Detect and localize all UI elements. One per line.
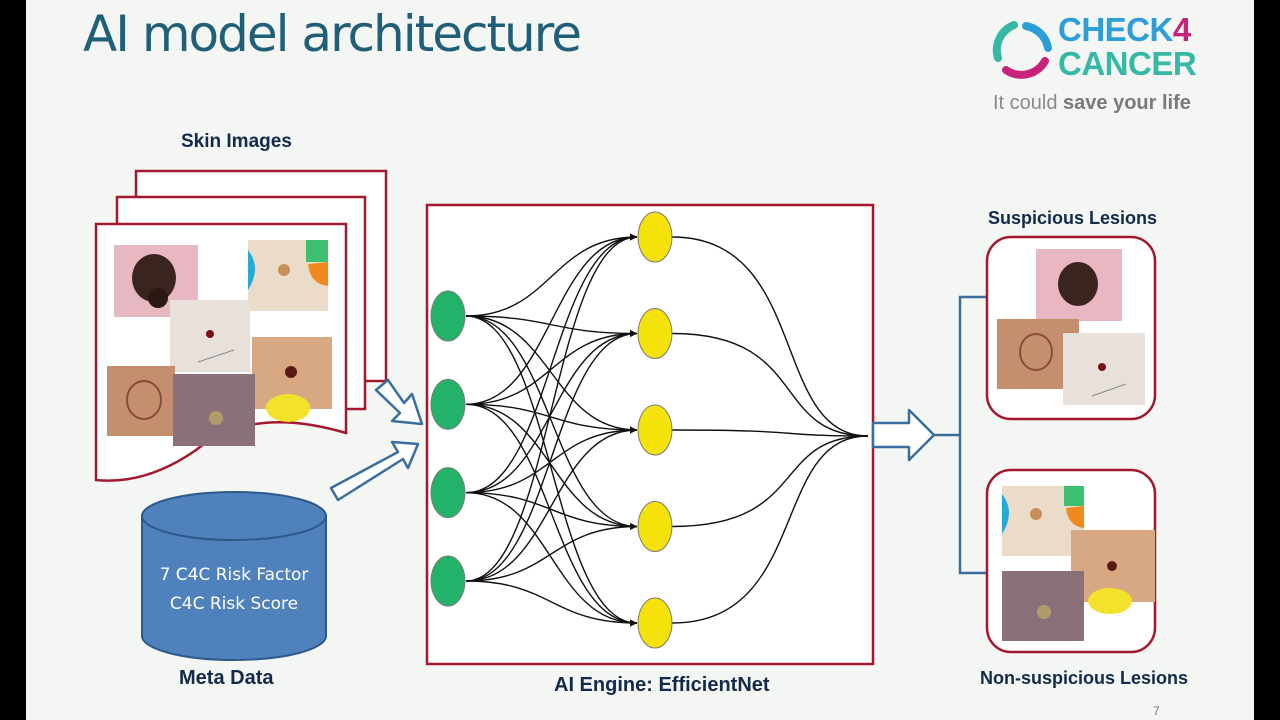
nonsusp-thumb-purple-skin <box>1002 571 1084 641</box>
edge-input4-hidden2 <box>465 332 638 582</box>
edge-input1-hidden3 <box>465 315 638 431</box>
logo-wordmark-check4: CHECK4 <box>1058 11 1191 49</box>
logo-four: 4 <box>1172 11 1191 48</box>
network-nodes <box>430 211 673 649</box>
edge-input1-hidden4 <box>465 315 638 528</box>
arrowhead-hidden3 <box>630 426 637 434</box>
edge-input4-hidden3 <box>465 429 638 582</box>
logo-check: CHECK <box>1058 11 1173 48</box>
skin-thumb-ring-lesion <box>107 366 175 436</box>
input-arrow-images <box>374 378 424 426</box>
edge-input4-hidden4 <box>465 525 638 582</box>
non-suspicious-lesions-box <box>985 468 1157 654</box>
edge-input1-hidden5 <box>465 315 638 624</box>
edge-input2-hidden3 <box>465 403 638 431</box>
meta-data-line-risk-factor: 7 C4C Risk Factor <box>159 565 309 585</box>
edge-input2-hidden4 <box>465 403 638 528</box>
edge-input3-hidden3 <box>465 429 638 494</box>
hidden-node-5 <box>637 597 673 649</box>
input-node-3 <box>430 467 466 519</box>
nonsusp-thumb-brown-spot <box>1071 530 1155 614</box>
non-suspicious-lesions-label: Non-suspicious Lesions <box>980 668 1189 688</box>
hidden-node-1 <box>637 211 673 263</box>
arrowhead-hidden2 <box>630 330 637 337</box>
logo-tagline: It could save your life <box>993 92 1191 115</box>
meta-data-text: 7 C4C Risk Factor C4C Risk Score <box>142 561 326 619</box>
output-arrow <box>871 408 936 462</box>
skin-images-stack <box>94 169 388 482</box>
page-number: 7 <box>1153 704 1160 718</box>
input-node-2 <box>430 378 466 430</box>
edge-input2-hidden5 <box>465 403 638 624</box>
meta-data-line-risk-score: C4C Risk Score <box>169 594 299 614</box>
logo-wordmark-cancer: CANCER <box>1058 45 1197 82</box>
input-node-4 <box>430 555 466 607</box>
ai-engine-label: AI Engine: EfficientNet <box>554 674 770 696</box>
meta-data-label: Meta Data <box>179 667 274 689</box>
nonsusp-thumb-dermoscopy <box>1002 486 1084 556</box>
edge-input2-hidden2 <box>465 332 638 406</box>
skin-thumb-purple-skin <box>173 374 255 446</box>
edge-hidden4-output <box>671 435 869 528</box>
edge-input2-hidden1 <box>465 236 638 406</box>
edge-hidden2-output <box>671 332 869 437</box>
tagline-bold: save your life <box>1063 92 1191 114</box>
susp-thumb-small-red <box>1063 333 1145 405</box>
tagline-prefix: It could <box>993 92 1064 114</box>
hidden-node-3 <box>637 404 673 456</box>
edge-hidden5-output <box>671 435 869 624</box>
network-connections <box>465 233 869 627</box>
hidden-node-4 <box>637 501 673 552</box>
skin-thumb-dermoscopy-color <box>248 240 328 311</box>
susp-thumb-dark-mole <box>1036 249 1122 321</box>
slide: AI model architecture <box>26 0 1254 720</box>
skin-thumb-small-red <box>170 300 250 372</box>
edge-input3-hidden2 <box>465 332 638 494</box>
edge-input3-hidden1 <box>465 236 638 494</box>
check4cancer-logo-mark <box>992 21 1052 79</box>
edge-hidden1-output <box>671 236 869 437</box>
arrowhead-hidden4 <box>630 523 637 530</box>
input-node-1 <box>430 290 466 342</box>
input-arrow-metadata <box>329 440 420 502</box>
skin-images-label: Skin Images <box>181 131 292 152</box>
arrowhead-hidden1 <box>630 233 637 241</box>
edge-hidden3-output <box>671 429 869 437</box>
output-bracket <box>934 295 986 575</box>
suspicious-lesions-label: Suspicious Lesions <box>988 208 1158 228</box>
hidden-node-2 <box>637 308 673 359</box>
edge-input1-hidden1 <box>465 236 638 317</box>
arrowhead-hidden5 <box>630 619 637 627</box>
edge-input3-hidden5 <box>465 491 638 624</box>
skin-thumb-brown-spot <box>252 337 332 422</box>
edge-input4-hidden1 <box>465 236 638 582</box>
edge-input3-hidden4 <box>465 491 638 528</box>
edge-input4-hidden5 <box>465 580 638 624</box>
slide-title: AI model architecture <box>83 5 582 63</box>
suspicious-lesions-box <box>985 235 1157 421</box>
edge-input1-hidden2 <box>465 315 638 335</box>
diagram-canvas <box>94 21 1157 666</box>
meta-data-cylinder <box>141 491 327 661</box>
